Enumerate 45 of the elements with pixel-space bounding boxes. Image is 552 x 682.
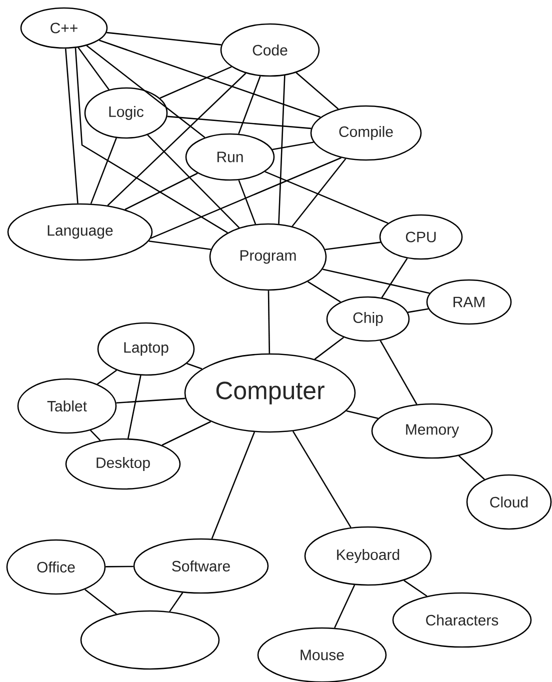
connector-line bbox=[404, 580, 428, 597]
connector-line bbox=[169, 592, 184, 612]
connector-line bbox=[162, 421, 212, 446]
connector-line bbox=[325, 242, 381, 250]
connector-line bbox=[186, 362, 202, 370]
connector-line bbox=[78, 47, 110, 90]
connector-line bbox=[74, 48, 228, 234]
connector-line bbox=[124, 172, 198, 210]
connector-line bbox=[292, 430, 352, 528]
connector-line bbox=[106, 566, 134, 568]
connector-line bbox=[322, 268, 430, 294]
connector-line bbox=[278, 75, 286, 224]
connector-line bbox=[116, 398, 186, 404]
connector-line bbox=[272, 142, 314, 150]
connector-line bbox=[150, 157, 342, 239]
connector-line bbox=[106, 32, 222, 46]
connector-line bbox=[107, 72, 246, 206]
connector-line bbox=[408, 308, 428, 313]
connector-line bbox=[148, 240, 211, 250]
connector-line bbox=[381, 258, 408, 298]
connector-line bbox=[90, 138, 117, 204]
connector-line bbox=[127, 375, 142, 439]
connector-line bbox=[380, 340, 418, 405]
connector-line bbox=[264, 171, 388, 224]
connector-line bbox=[296, 72, 339, 110]
connector-line bbox=[238, 76, 261, 134]
connector-line bbox=[160, 66, 232, 99]
connector-line bbox=[292, 158, 346, 227]
connector-line bbox=[238, 180, 256, 224]
connector-line bbox=[84, 588, 117, 615]
connector-line bbox=[268, 290, 270, 354]
connector-line bbox=[308, 281, 341, 303]
connector-line bbox=[334, 584, 356, 628]
connector-line bbox=[211, 432, 256, 539]
connector-line bbox=[314, 336, 344, 360]
connector-line bbox=[90, 430, 101, 441]
blank-ellipse bbox=[80, 610, 220, 670]
connector-line bbox=[167, 116, 312, 130]
connector-line bbox=[64, 48, 78, 204]
connector-line bbox=[98, 40, 321, 118]
connector-line bbox=[346, 410, 378, 419]
connector-line bbox=[96, 370, 117, 385]
connector-line bbox=[86, 45, 206, 138]
connector-line bbox=[458, 455, 485, 480]
connector-line bbox=[147, 134, 240, 228]
